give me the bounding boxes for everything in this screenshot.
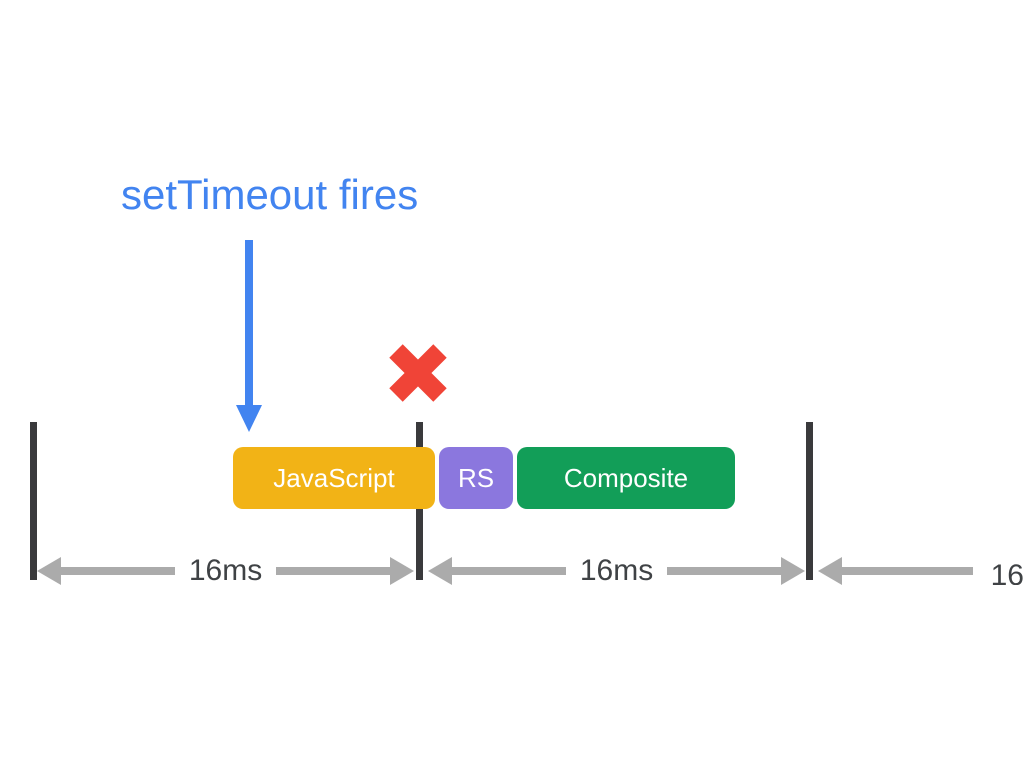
down-arrow-icon [245,240,253,408]
arrowhead-right-icon [781,557,806,585]
x-mark-icon [389,344,447,402]
frame-boundary-tick-3 [806,422,813,580]
down-arrow-head-icon [236,405,262,432]
interval-label-2: 16ms [579,554,654,587]
arrowhead-right-icon [390,557,415,585]
task-block-render-styles: RS [439,447,513,509]
arrow-shaft [452,567,566,575]
interval-label-3: 16 [990,558,1024,585]
frame-boundary-tick-1 [30,422,37,580]
interval-arrow-3: 16 [818,553,1024,589]
arrow-shaft [276,567,391,575]
arrowhead-left-icon [37,557,61,585]
arrowhead-left-icon [818,557,842,585]
arrowhead-left-icon [428,557,452,585]
settimeout-annotation-label: setTimeout fires [121,171,419,218]
x-mark-strokes [389,344,447,402]
task-block-composite: Composite [517,447,735,509]
interval-label-3-clip: 16 [991,558,1024,585]
task-block-javascript: JavaScript [233,447,435,509]
arrow-shaft [667,567,782,575]
interval-arrow-1: 16ms [37,553,415,589]
interval-label-1: 16ms [188,554,263,587]
arrow-shaft [61,567,175,575]
arrow-shaft [842,567,973,575]
interval-arrow-2: 16ms [428,553,806,589]
